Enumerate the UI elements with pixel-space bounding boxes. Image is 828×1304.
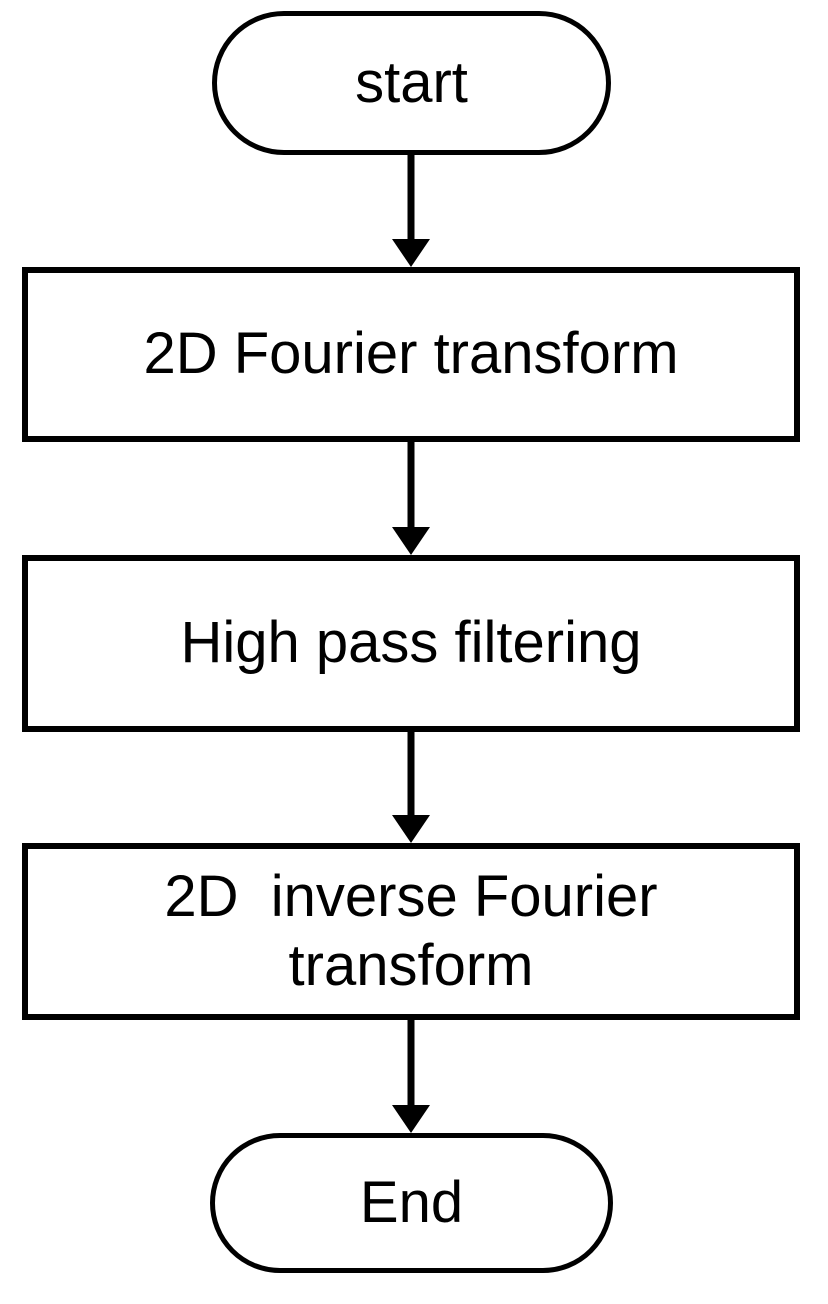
flowchart-node-start: start [212, 11, 611, 155]
arrow-highpass-to-inverse [392, 730, 430, 843]
flowchart-node-fourier-transform: 2D Fourier transform [22, 267, 800, 442]
node-label-start: start [355, 49, 468, 115]
arrow-inverse-to-end [392, 1018, 430, 1133]
node-label-high-pass-filtering: High pass filtering [180, 610, 642, 676]
node-label-fourier-transform: 2D Fourier transform [143, 321, 679, 387]
arrow-fourier-to-highpass [392, 440, 430, 555]
flowchart-node-high-pass-filtering: High pass filtering [22, 555, 800, 732]
node-label-end: End [359, 1169, 464, 1235]
node-label-inverse-fourier-transform: 2D inverse Fourier transform [164, 864, 658, 998]
arrow-start-to-fourier [392, 153, 430, 267]
flowchart-node-inverse-fourier-transform: 2D inverse Fourier transform [22, 843, 800, 1020]
flowchart-node-end: End [210, 1133, 613, 1273]
